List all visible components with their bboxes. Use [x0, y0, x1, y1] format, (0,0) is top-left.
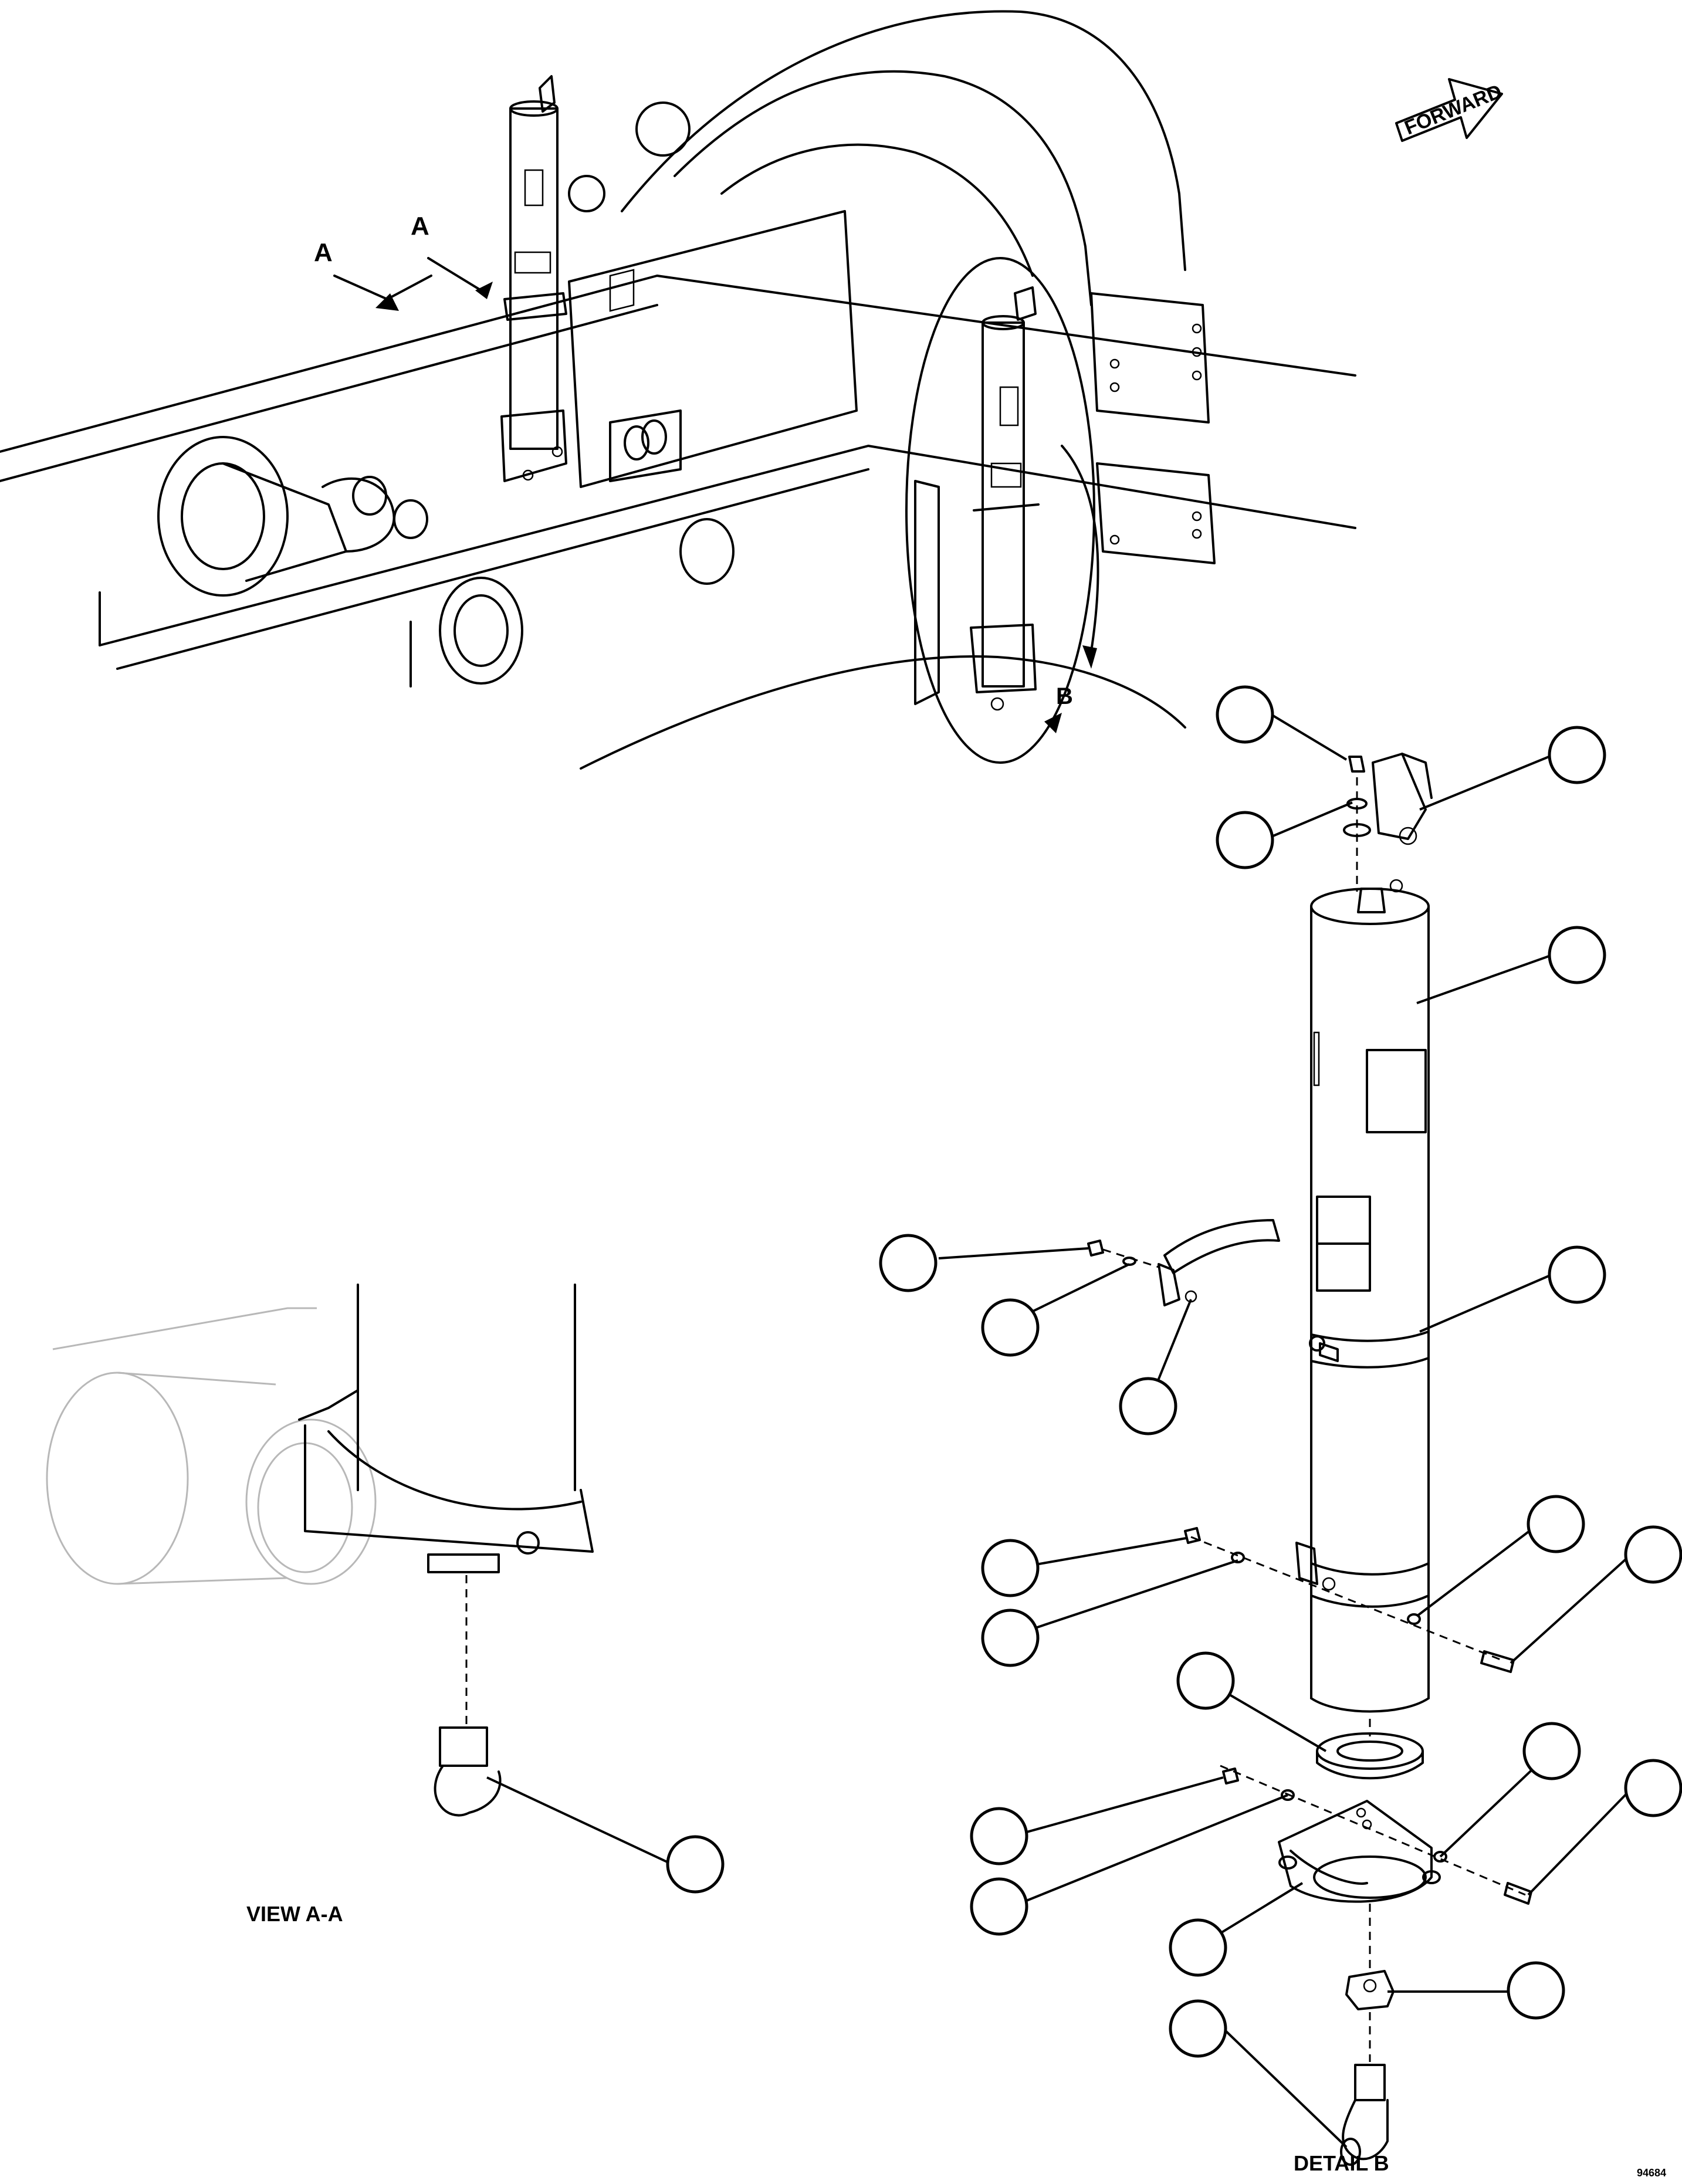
detail-b: DETAIL B 94684	[1087, 753, 1666, 2179]
balloon-screw-top	[1216, 685, 1274, 744]
callout-balloons	[666, 685, 1682, 2058]
balloon-low-washer-right	[1522, 1722, 1581, 1780]
balloon-mid-washer-right	[1527, 1495, 1585, 1553]
forward-arrow: FORWARD	[1395, 78, 1505, 142]
view-caption: VIEW A-A	[246, 1902, 343, 1926]
section-letter-right: A	[411, 212, 429, 241]
balloon-upper-clamp	[1548, 1245, 1606, 1304]
balloon-low-washer	[970, 1877, 1028, 1936]
drawing-number: 94684	[1637, 2167, 1666, 2179]
balloon-cylinder	[1548, 926, 1606, 984]
balloon-strap-screw	[879, 1234, 938, 1292]
section-arrows: A A	[314, 212, 493, 311]
balloon-mid-washer	[981, 1609, 1040, 1667]
balloon-seal-ring	[1176, 1651, 1235, 1710]
balloon-bracket	[1169, 1918, 1227, 1977]
balloon-elbow	[1169, 1999, 1227, 2058]
left-cylinder	[500, 75, 567, 482]
balloon-low-bolt	[1624, 1759, 1682, 1817]
frame-overview: A A B FORWARD	[0, 10, 1505, 770]
balloon-washer-top	[1216, 811, 1274, 869]
detail-caption: DETAIL B	[1294, 2151, 1389, 2175]
balloon-strap-washer	[981, 1298, 1040, 1357]
leader-lines	[486, 715, 1632, 2148]
balloon-cover	[1548, 726, 1606, 784]
view-a-a: VIEW A-A	[46, 1284, 594, 1926]
detail-b-callout: B	[905, 257, 1099, 764]
detail-letter: B	[1056, 683, 1073, 709]
balloon-fitting	[1507, 1961, 1565, 2020]
balloon-strap	[1119, 1377, 1177, 1435]
balloon-low-nut	[970, 1807, 1028, 1865]
balloon-view-elbow	[666, 1835, 725, 1894]
section-letter-left: A	[314, 238, 333, 267]
balloon-mid-bolt	[1624, 1525, 1682, 1584]
balloon-mid-nut	[981, 1539, 1040, 1597]
